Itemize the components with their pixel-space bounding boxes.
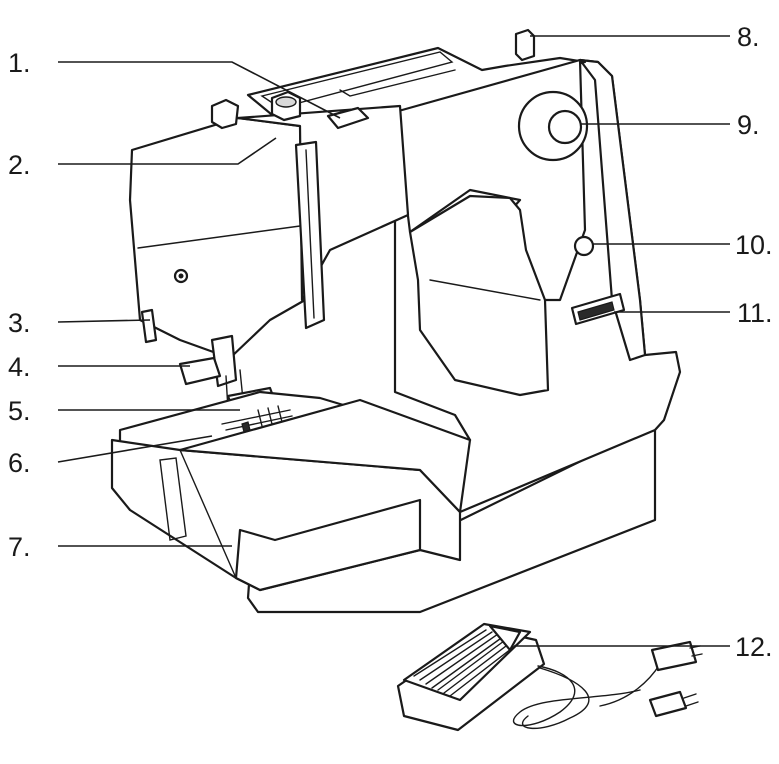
foot-pedal-icon — [396, 622, 703, 732]
callout-label: 12. — [735, 632, 773, 662]
sewing-machine-icon — [110, 28, 682, 614]
leader-line-1 — [58, 61, 341, 119]
callout-label: 8. — [737, 22, 760, 52]
callout-labels: 1. 2. 3. 4. 5. 6. 7. 8. 9. 10. 11. 12. — [8, 22, 773, 662]
callout-label: 6. — [8, 448, 31, 478]
leader-line-2 — [58, 137, 277, 165]
callout-label: 3. — [8, 308, 31, 338]
callout-label: 2. — [8, 150, 31, 180]
callout-label: 11. — [737, 298, 773, 328]
callout-label: 9. — [737, 110, 760, 140]
leader-line-6 — [57, 435, 213, 463]
leader-line-3 — [57, 319, 151, 323]
callout-label: 1. — [8, 48, 31, 78]
callout-label: 7. — [8, 532, 31, 562]
callout-label: 5. — [8, 396, 31, 426]
callout-label: 4. — [8, 352, 31, 382]
leader-lines — [57, 35, 730, 647]
callout-label: 10. — [735, 230, 773, 260]
